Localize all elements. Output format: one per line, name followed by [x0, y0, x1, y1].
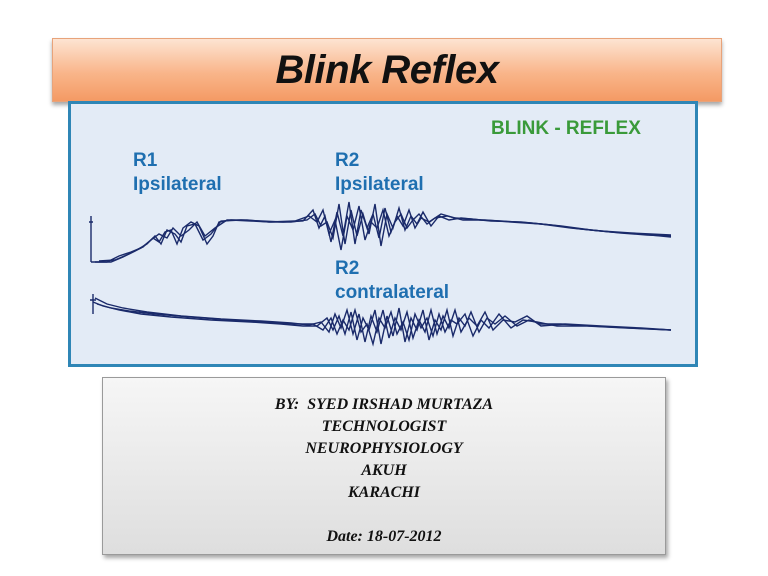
credits-box: BY: SYED IRSHAD MURTAZA TECHNOLOGIST NEU… — [102, 377, 666, 555]
lower-traces — [90, 294, 672, 347]
upper-trace-3 — [98, 205, 672, 262]
r2-contralateral-sub-label: contralateral — [335, 282, 449, 303]
upper-trace-stimulus-artifact — [89, 216, 93, 262]
emg-waveform-image: BLINK - REFLEX R1 Ipsilateral R2 Ipsilat… — [89, 118, 672, 347]
institution-line: AKUH — [361, 462, 407, 479]
r2-ipsilateral-label: R2 — [335, 150, 359, 171]
author-line: BY: SYED IRSHAD MURTAZA — [274, 396, 494, 413]
date-line: Date: 18-07-2012 — [326, 528, 442, 545]
r2-contralateral-label: R2 — [335, 258, 359, 279]
r1-label: R1 — [133, 150, 158, 171]
title-banner: Blink Reflex — [52, 38, 722, 102]
r1-sub-label: Ipsilateral — [133, 174, 222, 195]
r2-ipsilateral-sub-label: Ipsilateral — [335, 174, 424, 195]
department-line: NEUROPHYSIOLOGY — [305, 440, 463, 457]
blink-reflex-figure: BLINK - REFLEX R1 Ipsilateral R2 Ipsilat… — [68, 101, 698, 367]
city-line: KARACHI — [347, 484, 421, 501]
role-line: TECHNOLOGIST — [321, 418, 447, 435]
lower-trace-3 — [96, 303, 672, 347]
slide-title: Blink Reflex — [275, 47, 499, 92]
upper-trace-1 — [91, 203, 672, 263]
lower-trace-stimulus-artifact — [90, 294, 96, 314]
upper-traces — [89, 201, 672, 263]
figure-header: BLINK - REFLEX — [491, 118, 641, 139]
